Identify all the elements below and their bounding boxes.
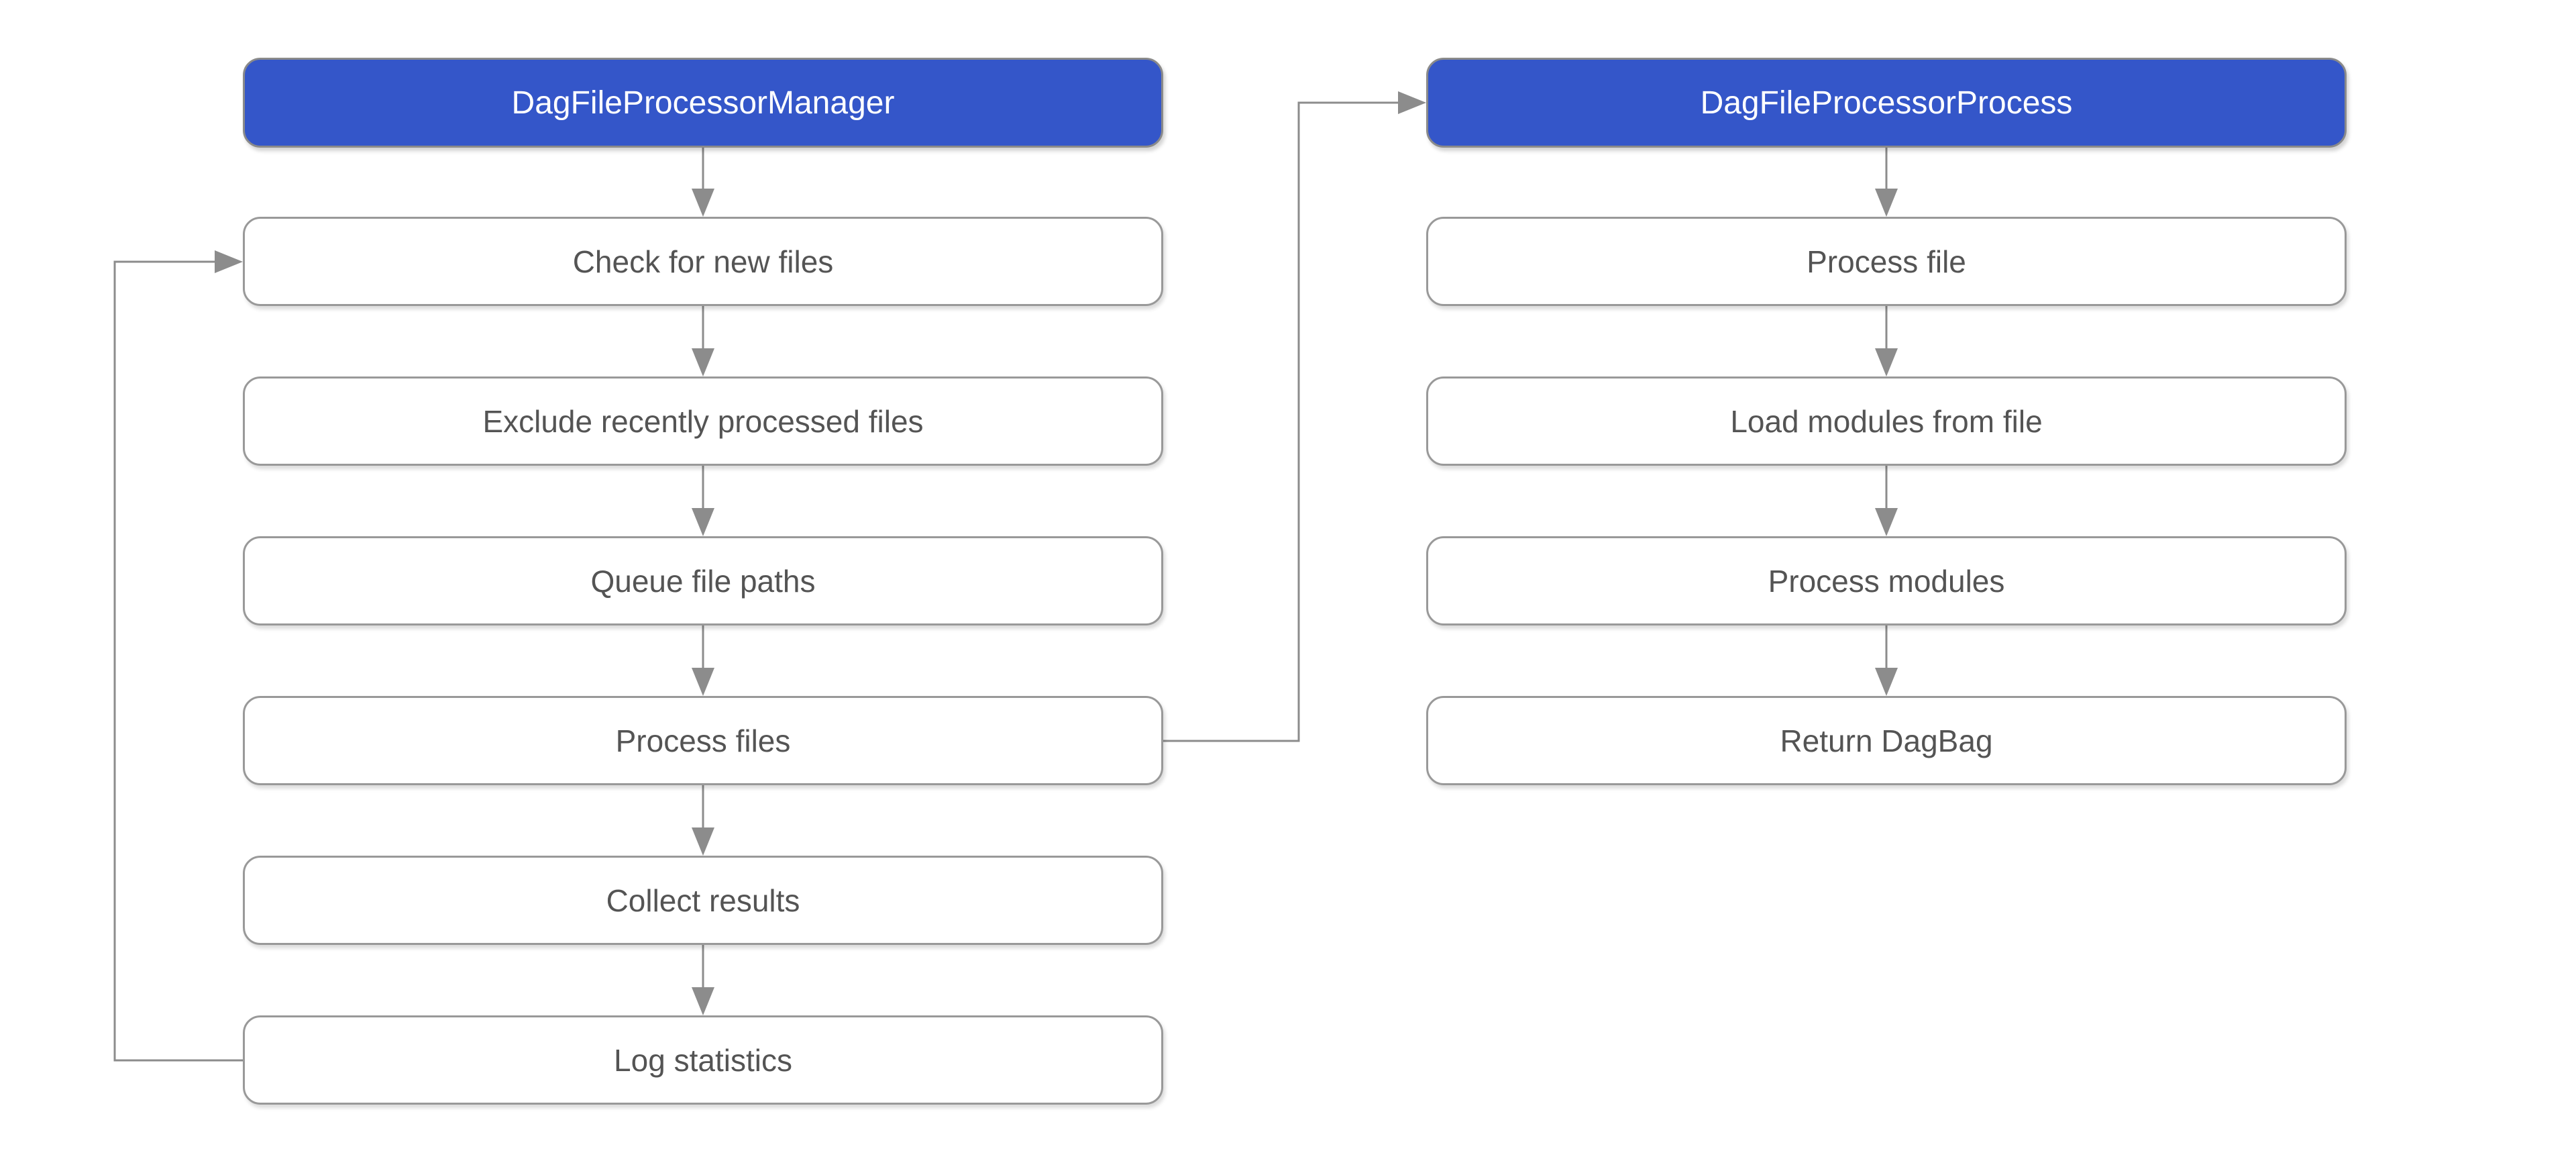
arrow-down-icon [692, 508, 714, 536]
node-process-file: Process file [1426, 217, 2347, 306]
arrow-down-icon [692, 987, 714, 1015]
node-dagfileprocessorprocess-header: DagFileProcessorProcess [1426, 58, 2347, 148]
node-process-files: Process files [243, 696, 1163, 785]
node-log-statistics: Log statistics [243, 1015, 1163, 1105]
node-dagfileprocessormanager-header: DagFileProcessorManager [243, 58, 1163, 148]
arrow-down-icon [692, 348, 714, 376]
node-collect-results: Collect results [243, 856, 1163, 945]
arrow-down-icon [1875, 508, 1898, 536]
arrow-right-icon [1398, 91, 1426, 114]
node-process-modules: Process modules [1426, 536, 2347, 625]
node-exclude-recently-processed-files: Exclude recently processed files [243, 376, 1163, 466]
node-load-modules-from-file: Load modules from file [1426, 376, 2347, 466]
node-queue-file-paths: Queue file paths [243, 536, 1163, 625]
arrow-right-icon [215, 250, 243, 273]
arrow-down-icon [692, 189, 714, 217]
edge-log-loopback-to-check [113, 260, 243, 1062]
arrow-down-icon [1875, 348, 1898, 376]
arrow-down-icon [692, 668, 714, 696]
arrow-down-icon [1875, 668, 1898, 696]
node-return-dagbag: Return DagBag [1426, 696, 2347, 785]
arrow-down-icon [1875, 189, 1898, 217]
edge-processfiles-to-processor [1163, 101, 1399, 742]
node-check-for-new-files: Check for new files [243, 217, 1163, 306]
arrow-down-icon [692, 827, 714, 856]
